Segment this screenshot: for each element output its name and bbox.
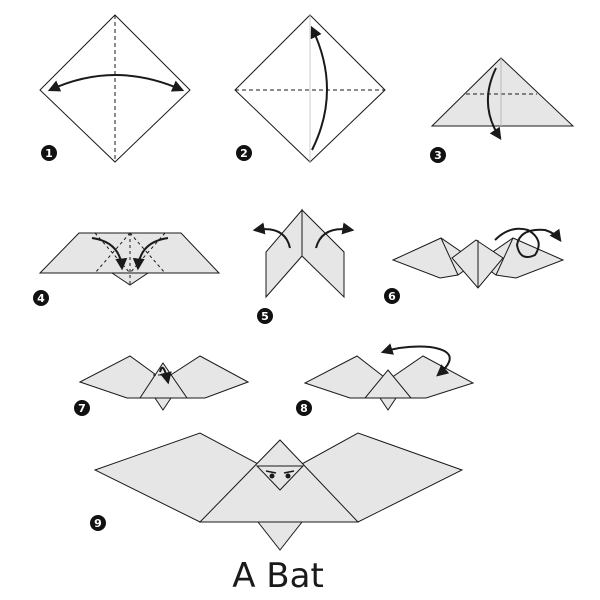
step-4-arrow-right: [132, 237, 169, 271]
step-2-badge: [236, 145, 252, 161]
step-3-arrow: [486, 67, 502, 140]
step-2-arrow: [310, 25, 328, 151]
step-4-crease-right2: [129, 232, 166, 274]
step-3: 3: [430, 57, 575, 163]
step-6: 6: [384, 227, 565, 304]
step-1-arrow: [47, 74, 185, 92]
step-5: 5: [252, 208, 355, 324]
step-8-number: 8: [300, 402, 308, 415]
step-4-badge: [33, 290, 49, 306]
step-5-right-panel: [301, 208, 345, 299]
step-2-number: 2: [240, 147, 248, 160]
step-7-tip: [154, 397, 172, 411]
step-8-badge: [296, 400, 312, 416]
step-1-number: 1: [45, 147, 53, 160]
step-1-badge: [41, 145, 57, 161]
step-9-number: 9: [94, 517, 102, 530]
step-6-number: 6: [388, 290, 396, 303]
diagram-title: A Bat: [232, 556, 324, 596]
step-4: 4: [33, 232, 221, 306]
step-7-arrow: [159, 366, 172, 385]
step-6-crease-left: [440, 237, 459, 276]
step-6-arrow-loop: [494, 227, 562, 258]
step-6-badge: [384, 288, 400, 304]
step-5-number: 5: [261, 310, 269, 323]
step-9-badge: [90, 515, 106, 531]
step-9-tail: [256, 521, 304, 551]
bat-eyes-icon: [265, 470, 295, 479]
step-8-tip: [379, 397, 397, 411]
step-5-arrow-right: [315, 222, 355, 249]
step-1: 1: [39, 14, 191, 163]
step-5-left-panel: [265, 208, 303, 299]
step-4-crease-left2: [94, 232, 131, 274]
step-2: 2: [234, 14, 386, 163]
step-7-badge: [74, 400, 90, 416]
step-3-number: 3: [434, 149, 442, 162]
step-4-arrow-left: [91, 237, 128, 271]
step-3-triangle: [430, 57, 575, 127]
step-4-number: 4: [37, 292, 45, 305]
step-7: 7: [74, 355, 250, 416]
step-8-arrow: [380, 343, 451, 377]
step-5-badge: [257, 308, 273, 324]
step-7-number: 7: [78, 402, 86, 415]
step-8: 8: [296, 343, 475, 416]
step-6-crease-right: [495, 237, 514, 276]
step-4-tip: [110, 272, 150, 286]
step-3-badge: [430, 147, 446, 163]
step-9: 9: [90, 432, 464, 551]
step-5-arrow-left: [252, 222, 291, 249]
